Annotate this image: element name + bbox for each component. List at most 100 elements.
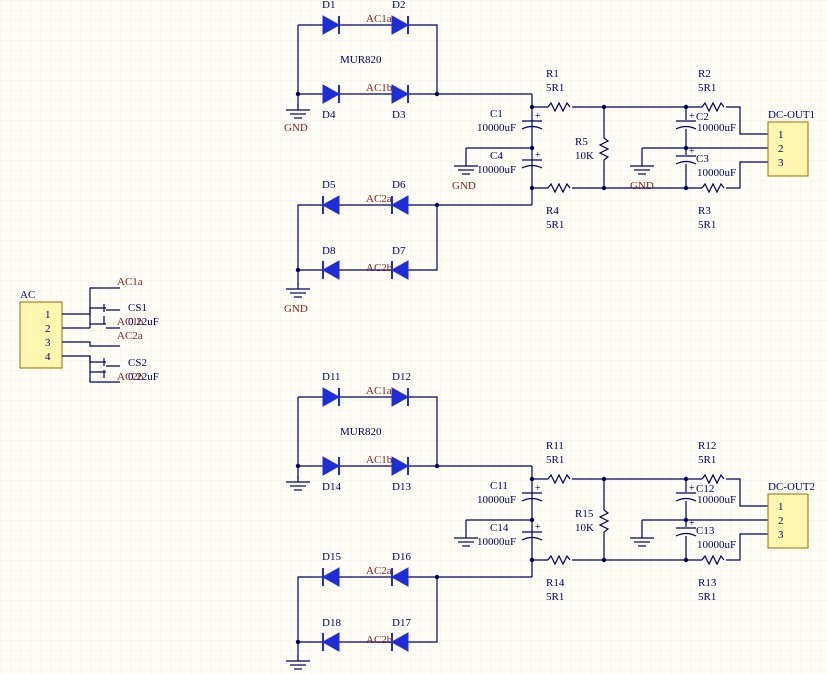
cap-value: 10000uF <box>477 494 516 506</box>
gnd-label: GND <box>452 180 476 192</box>
diode-symbol <box>391 387 410 407</box>
resistor-ref: R2 <box>698 68 711 80</box>
net-label: AC1a <box>117 276 143 288</box>
resistor-ref: R15 <box>575 508 594 520</box>
bridge-part-label: MUR820 <box>340 426 382 438</box>
diode-symbol <box>322 15 341 35</box>
capacitor-symbol: + <box>675 483 697 502</box>
diode-label: D5 <box>322 179 336 191</box>
resistor-value: 5R1 <box>698 454 716 466</box>
ac-pin-4: 4 <box>45 351 51 363</box>
diode-label: D11 <box>322 371 341 383</box>
resistor-value: 10K <box>575 522 594 534</box>
diode-label: D18 <box>322 617 341 629</box>
resistor-ref: R5 <box>575 136 588 148</box>
net-label: AC1b <box>117 316 144 328</box>
bridge-part-label: MUR820 <box>340 54 382 66</box>
svg-text:+: + <box>689 111 695 122</box>
net-label: AC1b <box>366 82 393 94</box>
resistor-symbol <box>547 473 571 485</box>
resistor-value: 5R1 <box>546 82 564 94</box>
resistor-ref: R1 <box>546 68 559 80</box>
diode-label: D8 <box>322 245 336 257</box>
cap-ref: C1 <box>490 108 503 120</box>
ground-symbol <box>630 532 654 547</box>
ac-connector-body <box>19 301 63 369</box>
cap-value: 10000uF <box>477 122 516 134</box>
svg-text:+: + <box>689 518 695 529</box>
resistor-value: 5R1 <box>546 591 564 603</box>
ground-symbol <box>286 655 310 670</box>
ac-pin-2: 2 <box>45 323 51 335</box>
diode-label: D14 <box>322 481 341 493</box>
net-label: AC1a <box>366 385 392 397</box>
diode-label: D13 <box>392 481 411 493</box>
diode-symbol <box>390 260 409 280</box>
resistor-symbol <box>701 182 725 194</box>
resistor-ref: R11 <box>546 440 564 452</box>
resistor-symbol <box>598 137 610 161</box>
diode-symbol <box>390 195 409 215</box>
diode-label: D6 <box>392 179 406 191</box>
diode-label: D7 <box>392 245 406 257</box>
cap-ref: CS1 <box>128 302 147 314</box>
diode-symbol <box>321 260 340 280</box>
resistor-symbol <box>547 101 571 113</box>
resistor-symbol <box>598 509 610 533</box>
net-label: AC2a <box>366 193 392 205</box>
net-label: AC1b <box>366 454 393 466</box>
diode-label: D16 <box>392 551 411 563</box>
gnd-label: GND <box>630 180 654 192</box>
resistor-ref: R13 <box>698 577 717 589</box>
resistor-value: 5R1 <box>698 219 716 231</box>
cap-value: 10000uF <box>697 167 736 179</box>
ac-pin-1: 1 <box>45 309 51 321</box>
capacitor-symbol: + <box>521 111 543 130</box>
resistor-value: 5R1 <box>698 591 716 603</box>
cap-value: 10000uF <box>697 539 736 551</box>
dc-out-pin-2: 2 <box>778 143 784 155</box>
cap-ref: C14 <box>490 522 509 534</box>
dc-out-pin-1: 1 <box>778 501 784 513</box>
diode-symbol <box>322 456 341 476</box>
capacitor-symbol: + <box>521 483 543 502</box>
ground-symbol <box>630 160 654 175</box>
cap-value: 10000uF <box>477 164 516 176</box>
ac-connector[interactable]: AC 1 2 3 4 <box>19 287 120 383</box>
ground-symbol <box>286 283 310 298</box>
dc-out-name: DC-OUT1 <box>768 109 815 121</box>
ground-symbol <box>454 160 478 175</box>
capacitor-symbol: + <box>675 146 697 165</box>
net-label: AC2a <box>117 330 143 342</box>
resistor-value: 5R1 <box>546 454 564 466</box>
capacitor-symbol: + <box>675 111 697 130</box>
resistor-ref: R3 <box>698 205 711 217</box>
svg-text:+: + <box>535 150 541 161</box>
net-label: AC1a <box>366 13 392 25</box>
diode-label: D15 <box>322 551 341 563</box>
cap-value: 0.22uF <box>128 316 159 328</box>
svg-text:+: + <box>535 522 541 533</box>
diode-symbol <box>321 632 340 652</box>
cap-value: 0.22uF <box>128 371 159 383</box>
net-label: AC2b <box>366 262 393 274</box>
resistor-symbol <box>701 101 725 113</box>
diode-symbol <box>390 567 409 587</box>
dc-out-pin-3: 3 <box>778 529 784 541</box>
svg-text:+: + <box>689 146 695 157</box>
cap-value: 10000uF <box>477 536 516 548</box>
resistor-ref: R14 <box>546 577 565 589</box>
resistor-value: 5R1 <box>698 82 716 94</box>
net-label: AC2b <box>366 634 393 646</box>
ac-connector-name: AC <box>20 289 35 301</box>
capacitor-symbol: + <box>521 522 543 541</box>
cap-value: 10000uF <box>697 494 736 506</box>
gnd-label: GND <box>284 122 308 134</box>
ground-symbol <box>454 532 478 547</box>
diode-symbol <box>321 567 340 587</box>
dc-out-name: DC-OUT2 <box>768 481 815 493</box>
